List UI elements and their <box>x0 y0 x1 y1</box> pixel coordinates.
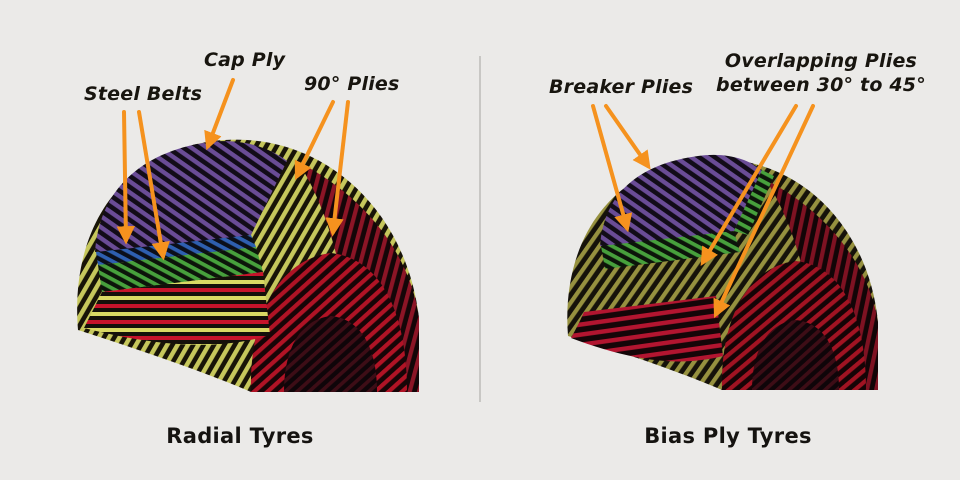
arrow-steel-belts-1 <box>116 110 135 245</box>
annotation-arrows <box>116 78 815 319</box>
bias-tyre-hole <box>752 320 839 390</box>
arrow-breaker-plies-2 <box>591 104 633 233</box>
radial-tyre-hole <box>284 316 377 392</box>
label-steel-belts: Steel Belts <box>84 83 203 105</box>
label-90-degree-plies: 90° Plies <box>304 73 400 95</box>
radial-tyre-cap-ply-layer <box>95 141 287 252</box>
arrow-overlapping-plies-2 <box>713 104 815 319</box>
radial-tyre-steel-belt-layer-2 <box>98 247 263 292</box>
bias-tyre-illustration <box>567 154 878 390</box>
arrow-breaker-plies-1 <box>604 104 651 170</box>
arrow-cap-ply <box>204 78 235 151</box>
title-bias-ply-tyres: Bias Ply Tyres <box>644 424 812 448</box>
radial-tyre-ply-cross-section <box>84 272 270 345</box>
bias-tyre-breaker-edge <box>734 170 774 235</box>
arrow-90-plies-1 <box>294 100 335 181</box>
label-breaker-plies: Breaker Plies <box>549 76 694 98</box>
arrow-steel-belts-2 <box>137 110 170 261</box>
title-radial-tyres: Radial Tyres <box>166 424 314 448</box>
radial-tyre-steel-belt-layer-1 <box>96 235 256 265</box>
bias-tyre-top-ply-layer <box>600 154 762 246</box>
label-overlapping-plies-line1: Overlapping Plies <box>724 50 918 72</box>
radial-tyre-illustration <box>77 139 419 392</box>
arrow-90-plies-2 <box>325 100 350 237</box>
label-cap-ply: Cap Ply <box>204 49 286 71</box>
label-overlapping-plies-line2: between 30° to 45° <box>716 73 926 96</box>
bias-tyre-breaker-ply-layer <box>601 231 740 269</box>
bias-tyre-ply-cross-section <box>571 296 723 362</box>
label-overlapping-plies: Overlapping Plies between 30° to 45° <box>716 50 926 98</box>
arrow-overlapping-plies-1 <box>700 104 798 266</box>
